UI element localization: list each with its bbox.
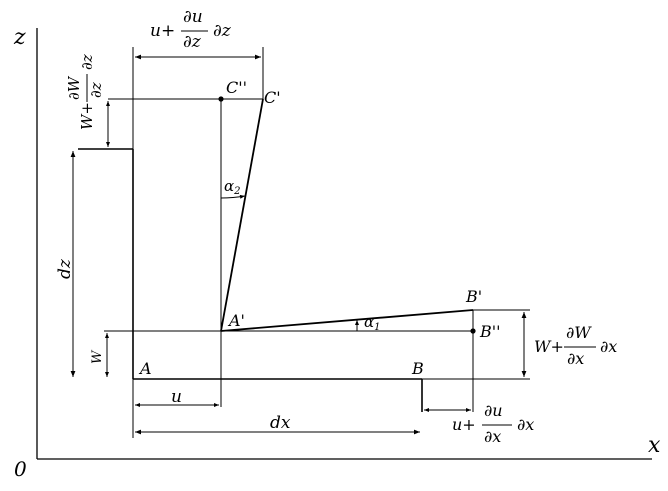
label-alpha2: α2 <box>224 177 241 197</box>
formula-u-dz-den: ∂z <box>183 32 202 52</box>
label-A-prime: A' <box>227 311 245 330</box>
label-u: u <box>171 387 182 407</box>
point-labels: A B A' B' B'' C' C'' <box>138 78 501 378</box>
label-dx: dx <box>270 413 291 433</box>
z-axis-label: z <box>13 25 26 50</box>
formula-w-dx-prefix: W+ <box>534 337 564 356</box>
point-B-dprime <box>470 328 476 334</box>
label-dz: dz <box>55 258 75 279</box>
label-alpha1: α1 <box>364 313 381 333</box>
formula-u-dx-num: ∂u <box>484 401 503 420</box>
formula-w-dz-suffix: ∂z <box>78 54 96 70</box>
axes: z x 0 <box>13 25 661 481</box>
label-C-dprime: C'' <box>226 78 247 97</box>
arc-alpha2 <box>220 194 246 199</box>
origin-label: 0 <box>14 457 27 481</box>
edge-A-prime-C-prime <box>220 98 264 332</box>
points <box>218 96 476 334</box>
original-element <box>78 148 423 412</box>
formula-w-dz-den: ∂z <box>87 82 105 98</box>
label-C-prime: C' <box>264 88 281 107</box>
angle-labels: α2 α1 <box>224 177 381 333</box>
reference-lines <box>104 47 530 438</box>
label-B-prime: B' <box>465 287 482 306</box>
formula-w-dz-prefix: W+ <box>78 102 96 130</box>
formula-u-dx-prefix: u+ <box>452 415 476 434</box>
formula-w-dx-num: ∂W <box>566 323 592 342</box>
formula-u-dx-den: ∂x <box>484 427 501 446</box>
formula-w-dx-den: ∂x <box>567 349 584 368</box>
label-w: W <box>90 349 105 364</box>
deformed-element <box>220 98 474 332</box>
x-axis-label: x <box>648 433 661 458</box>
label-A: A <box>138 359 152 378</box>
formula-u-dz-suffix: ∂z <box>213 21 232 41</box>
label-B-dprime: B'' <box>479 322 501 341</box>
formula-u-dx-suffix: ∂x <box>517 415 534 434</box>
formula-u-dz-num: ∂u <box>183 7 203 27</box>
label-B: B <box>411 359 424 378</box>
formula-u-dx: u+ ∂u ∂x ∂x <box>452 401 534 446</box>
formula-w-dx-suffix: ∂x <box>600 337 617 356</box>
edge-A-prime-B-prime <box>220 309 474 332</box>
formula-w-dx: W+ ∂W ∂x ∂x <box>534 323 617 368</box>
dimension-labels: u dx dz W <box>55 258 291 433</box>
formula-u-dz: u+ ∂u ∂z ∂z <box>150 7 232 52</box>
formula-w-dz: W+ ∂W ∂z ∂z <box>65 54 105 130</box>
formula-u-dz-prefix: u+ <box>150 21 175 41</box>
dimension-lines <box>70 54 527 435</box>
point-C-dprime <box>218 96 224 102</box>
formula-w-dz-num: ∂W <box>65 75 83 100</box>
